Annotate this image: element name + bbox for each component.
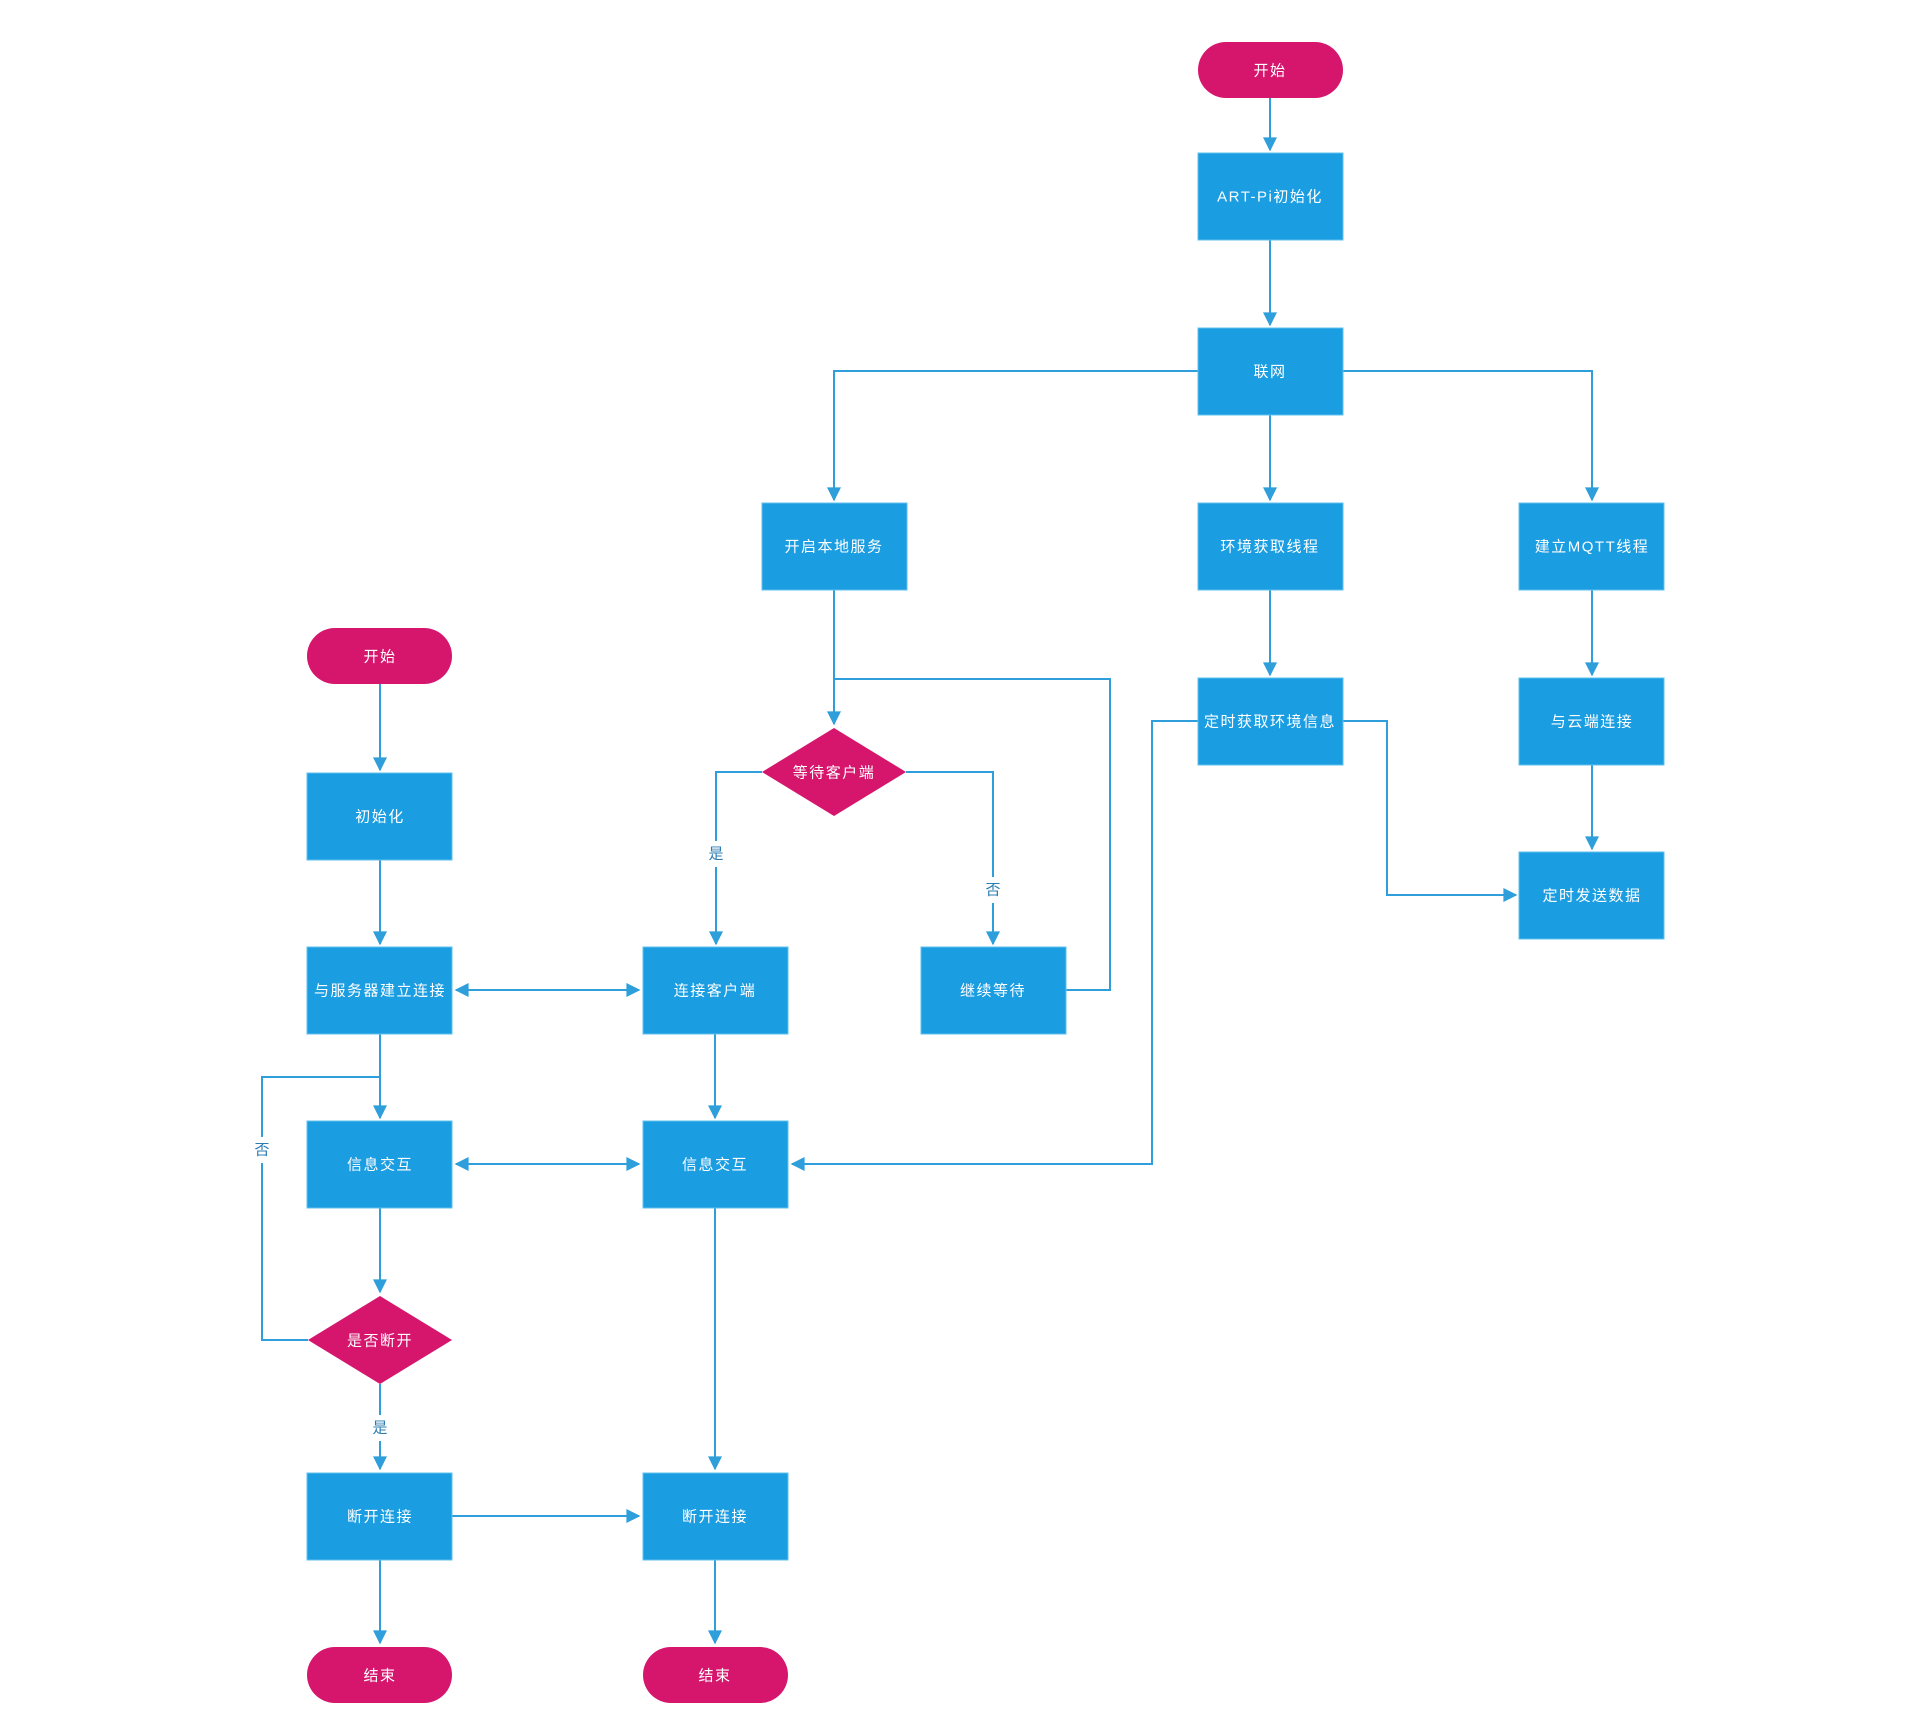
node-label: 连接客户端: [674, 983, 757, 1000]
process-shape: [306, 1120, 453, 1209]
terminator-shape: [307, 1647, 452, 1703]
edge-label-bg: [367, 1415, 393, 1441]
edge-labels: 是 否 否 是: [249, 841, 1006, 1441]
edge-timed-get-env-to-info-exchange-mid: [790, 720, 1198, 1171]
node-label: 建立MQTT线程: [1535, 539, 1650, 556]
node-label: 与云端连接: [1551, 714, 1634, 731]
process-shape: [306, 772, 453, 861]
node-label: 开启本地服务: [784, 539, 883, 556]
edge-keep-waiting-loop: [834, 678, 1111, 991]
edge-label-bg: [249, 1137, 275, 1163]
decision-shape: [308, 1296, 452, 1384]
node-label: 与服务器建立连接: [314, 983, 446, 1000]
edge-wait-client-no-to-keep-waiting: [906, 771, 1000, 946]
process-shape: [642, 1120, 789, 1209]
process-shape: [306, 1472, 453, 1561]
edge-wait-client-yes-to-connect-client: [709, 771, 762, 946]
edge-label-text: 是: [372, 1420, 387, 1437]
node-label: 开始: [363, 649, 396, 666]
node-label: 断开连接: [682, 1509, 748, 1526]
edge-disconnect-decision-no-loop: [261, 1076, 380, 1341]
node-disconnect-left: 断开连接: [306, 1472, 453, 1561]
node-label: 继续等待: [960, 982, 1026, 1000]
process-shape: [1197, 327, 1344, 416]
node-start-right: 开始: [1198, 42, 1343, 98]
edge-label-text: 否: [254, 1142, 269, 1159]
edge-network-to-mqtt-thread: [1343, 370, 1599, 502]
node-env-thread: 环境获取线程: [1197, 502, 1344, 591]
node-info-exchange-mid: 信息交互: [642, 1120, 789, 1209]
process-shape: [1518, 677, 1665, 766]
decision-shape: [762, 728, 906, 816]
node-timed-get-env: 定时获取环境信息: [1197, 677, 1344, 766]
process-shape: [1197, 152, 1344, 241]
node-label: 断开连接: [347, 1509, 413, 1526]
node-label: 定时发送数据: [1542, 888, 1641, 905]
edge-label-disconnect-yes: 是: [367, 1415, 393, 1441]
edge-label-disconnect-no: 否: [249, 1137, 275, 1163]
edge-label-text: 否: [985, 882, 1000, 899]
node-connect-client: 连接客户端: [642, 946, 789, 1035]
node-open-local-service: 开启本地服务: [761, 502, 908, 591]
node-label: 定时获取环境信息: [1204, 713, 1336, 731]
node-server-connect: 与服务器建立连接: [306, 946, 453, 1035]
node-label: 结束: [363, 1668, 396, 1685]
process-shape: [761, 502, 908, 591]
edge-network-to-open-local-service: [827, 370, 1198, 502]
node-keep-waiting: 继续等待: [920, 946, 1067, 1035]
node-cloud-connect: 与云端连接: [1518, 677, 1665, 766]
node-end-left: 结束: [307, 1647, 452, 1703]
node-disconnect-mid: 断开连接: [642, 1472, 789, 1561]
process-shape: [642, 946, 789, 1035]
node-label: ART-Pi初始化: [1217, 189, 1323, 206]
process-shape: [306, 946, 453, 1035]
process-shape: [1197, 502, 1344, 591]
node-label: 环境获取线程: [1220, 538, 1319, 556]
node-label: 信息交互: [347, 1156, 413, 1174]
terminator-shape: [1198, 42, 1343, 98]
node-label: 初始化: [355, 809, 405, 826]
process-shape: [642, 1472, 789, 1561]
node-disconnect-decision: 是否断开: [308, 1296, 452, 1384]
node-mqtt-thread: 建立MQTT线程: [1518, 502, 1665, 591]
node-network: 联网: [1197, 327, 1344, 416]
node-artpi-init: ART-Pi初始化: [1197, 152, 1344, 241]
node-label: 信息交互: [682, 1156, 748, 1174]
node-end-mid: 结束: [643, 1647, 788, 1703]
node-label: 结束: [698, 1668, 731, 1685]
process-shape: [1518, 502, 1665, 591]
node-label: 等待客户端: [793, 764, 876, 782]
nodes: 开始 ART-Pi初始化 联网 开启本地服务 环境获取线程 建立MQTT线程 定…: [306, 42, 1665, 1703]
edge-label-bg: [980, 877, 1006, 903]
node-start-left: 开始: [307, 628, 452, 684]
edges: [261, 98, 1599, 1645]
process-shape: [920, 946, 1067, 1035]
node-label: 联网: [1253, 364, 1286, 381]
node-label: 是否断开: [347, 1333, 413, 1350]
node-wait-client-decision: 等待客户端: [762, 728, 906, 816]
process-shape: [1518, 851, 1665, 940]
node-init: 初始化: [306, 772, 453, 861]
edge-label-wait-client-no: 否: [980, 877, 1006, 903]
node-info-exchange-left: 信息交互: [306, 1120, 453, 1209]
terminator-shape: [307, 628, 452, 684]
node-label: 开始: [1253, 63, 1286, 80]
node-timed-send: 定时发送数据: [1518, 851, 1665, 940]
edge-label-wait-client-yes: 是: [703, 841, 729, 867]
edge-label-text: 是: [708, 846, 723, 863]
process-shape: [1197, 677, 1344, 766]
terminator-shape: [643, 1647, 788, 1703]
edge-label-bg: [703, 841, 729, 867]
edge-timed-get-env-to-timed-send: [1343, 720, 1518, 902]
